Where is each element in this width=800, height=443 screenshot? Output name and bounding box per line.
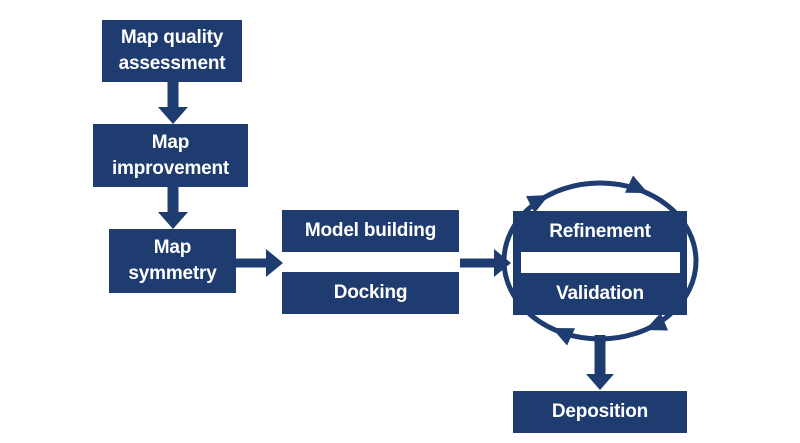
cycle-arrowhead-bottom-right: [645, 313, 669, 331]
node-map-improvement: Map improvement: [93, 124, 248, 187]
arrow-symmetry-to-modeling: [236, 249, 283, 277]
node-deposition: Deposition: [513, 391, 687, 433]
cycle-arrowhead-top-right: [624, 175, 648, 193]
arrow-modeling-to-refinement: [460, 249, 511, 277]
refinement-validation-cycle-group: Refinement Validation: [513, 211, 687, 315]
arrow-cycle-to-deposition: [586, 335, 614, 390]
node-model-building: Model building: [282, 210, 459, 252]
node-map-quality-assessment: Map quality assessment: [102, 20, 242, 82]
node-map-symmetry: Map symmetry: [109, 229, 236, 293]
node-refinement: Refinement: [549, 220, 651, 242]
refinement-validation-separator: [521, 252, 680, 273]
cycle-arrowhead-top-left: [525, 195, 549, 213]
arrow-quality-to-improvement: [158, 82, 188, 124]
arrow-improvement-to-symmetry: [158, 187, 188, 229]
cycle-arrowhead-bottom-left: [552, 328, 576, 346]
node-validation: Validation: [556, 283, 644, 304]
node-docking: Docking: [282, 272, 459, 314]
